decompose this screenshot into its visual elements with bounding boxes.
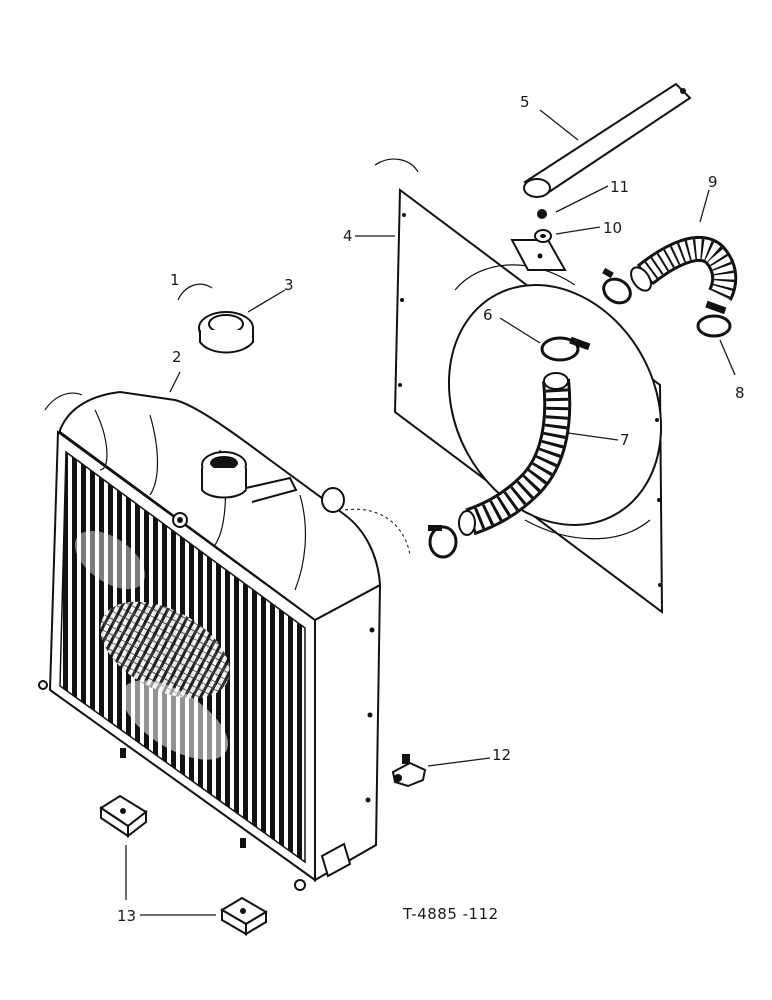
figure-id: T-4885 -112 [402,905,499,923]
callout-8: 8 [735,384,745,402]
leader-lines [125,109,736,916]
callout-6: 6 [483,306,493,324]
callout-12: 12 [492,746,511,764]
callout-3: 3 [284,276,294,294]
hose-clamp-lower-bottom [428,525,458,559]
mounting-pad-upper [99,794,148,839]
mounting-pad-lower [220,896,268,936]
upper-hose [630,235,738,301]
hose-clamp-upper-right [696,300,732,338]
callout-2: 2 [172,348,182,366]
lower-hose [458,372,572,536]
callout-4: 4 [343,227,353,245]
hose-clamp-upper-left [602,267,632,305]
radiator-cap [198,311,254,354]
callout-7: 7 [620,431,630,449]
lock-washer [537,209,547,219]
callout-10: 10 [603,219,622,237]
callout-5: 5 [520,93,530,111]
callout-13: 13 [117,907,136,925]
flat-washer [534,229,552,243]
callout-9: 9 [708,173,718,191]
callout-1: 1 [170,271,180,289]
radiator-core [38,430,382,891]
drain-cock [391,754,427,788]
hose-clamp-lower-top [540,336,591,362]
callout-11: 11 [610,178,629,196]
radiator-top-tank [59,390,382,622]
support-rod [523,82,692,198]
